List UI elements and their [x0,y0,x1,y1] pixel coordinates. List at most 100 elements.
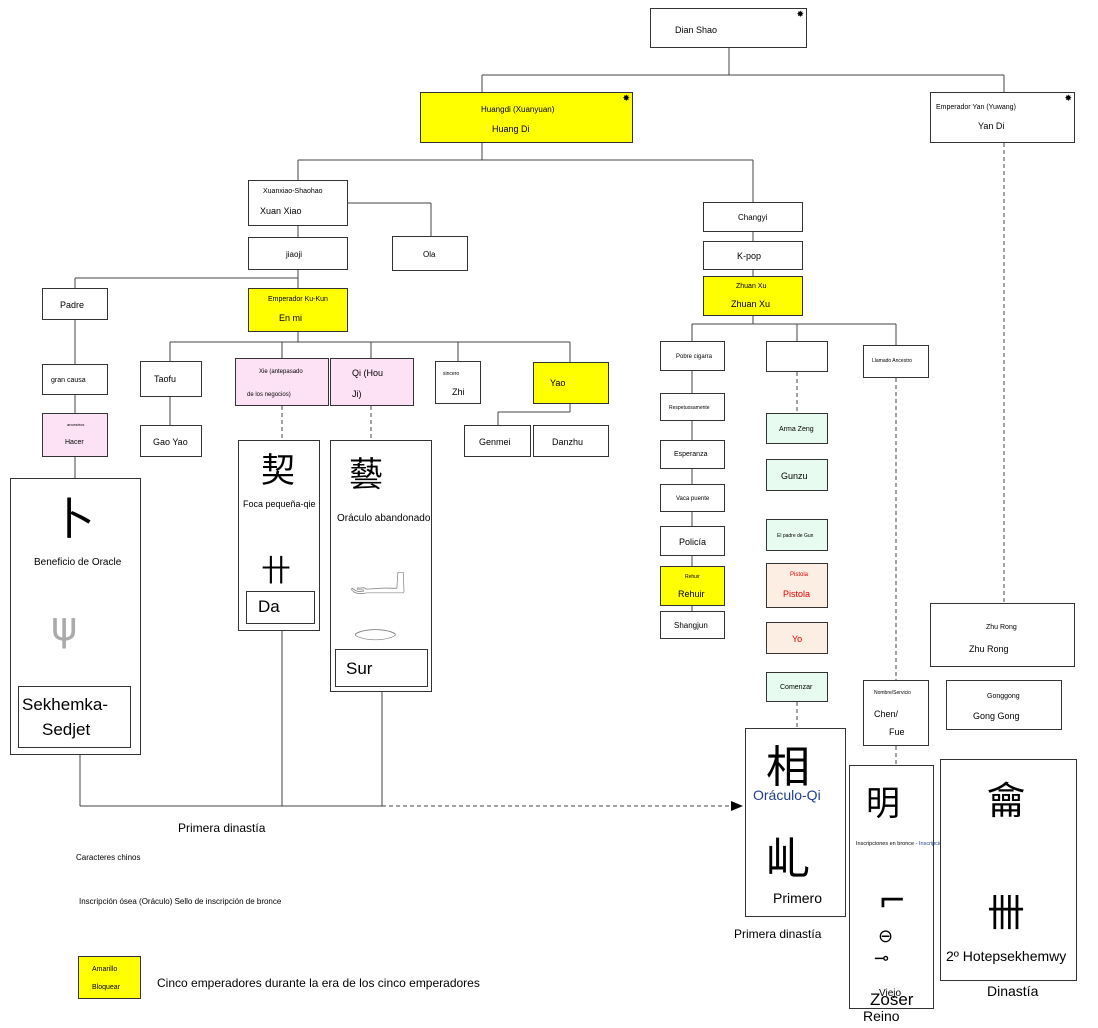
node-label: Yao [550,378,566,388]
legend-inscripcion: Inscripción ósea (Oráculo) Sello de insc… [79,897,282,906]
oracle-glyph-icon: 乢 [766,834,810,885]
node-label: Dian Shao [675,25,718,35]
node-label: Vaca puente [676,496,710,502]
node-label: Huangdi (Xuanyuan) [481,105,555,114]
panel-zoser: 明 ⌐ ⊖ ⊸ Zoser [849,765,934,1009]
label-reino: Reino [863,1008,900,1024]
node-label: Zhuan Xu [736,283,767,290]
node-arma-zeng: Arma Zeng [766,413,828,444]
node-padre-gun: El padre de Gun [766,519,828,551]
oracle-glyph-icon: 龠 [987,779,1026,823]
hieroglyph-icon: 卌 [987,891,1026,935]
panel-caption: Beneficio de Oracle [34,557,122,568]
node-hacer: ancestros Hacer [42,413,108,457]
node-esperanza: Esperanza [660,440,725,469]
oracle-glyph-icon: 明 [866,784,900,824]
node-label: Gao Yao [153,437,188,447]
node-label: Gunzu [781,471,808,481]
node-ku-kun: Emperador Ku-Kun En mi [248,288,348,332]
node-label: Ji) [352,389,362,399]
hieroglyph-hand-icon: ψ [51,604,78,650]
panel-caption: Oráculo-Qi [753,787,821,803]
panel-sekhemka: 卜 Beneficio de Oracle ψ Sekhemka- Sedjet [10,478,141,755]
node-label: Respetuosamente [669,405,710,411]
node-gunzu: Gunzu [766,459,828,491]
node-gran-causa: gran causa [42,364,108,395]
star-icon: ✸ [1064,93,1072,103]
node-qi: Qi (Hou Ji) [330,358,414,406]
label-box: Sur [335,649,428,687]
oracle-glyph-icon: 卜 [51,494,95,545]
node-label-small: Rehuir [685,574,700,580]
legend-amarillo: Amarillo [92,966,118,973]
panel-sur: 藝 Oráculo abandonado 𓂝 𓂋 Sur [330,440,432,692]
node-label: Emperador Ku-Kun [268,296,328,303]
node-danzhu: Danzhu [533,425,609,457]
node-label-small: Pistola [790,572,809,578]
node-label: Zhu Rong [969,644,1009,654]
node-label: Taofu [154,374,177,384]
node-label: Fue [889,727,905,737]
node-vaca-puente: Vaca puente [660,484,725,512]
legend-cinco: Cinco emperadores durante la era de los … [157,976,480,990]
panel-oraculo-qi: 相 Oráculo-Qi 乢 Primero [745,728,846,917]
node-label: Huang Di [492,124,530,134]
node-yo: Yo [766,622,828,654]
node-label: Ola [423,250,436,259]
node-label: Zhi [452,387,465,397]
node-policia: Policía [660,526,725,556]
node-label: Policía [679,537,707,547]
panel-title: Primero [773,890,823,906]
node-label: En mi [279,313,303,323]
node-respetuosamente: Respetuosamente [660,393,725,421]
panel-title: Sedjet [42,720,91,739]
node-label: Emperador Yan (Yuwang) [936,104,1016,111]
node-label: Chen/ [874,709,899,719]
hieroglyph-icon: ⌐ [878,881,907,921]
label-viejo: Viejo [879,988,902,999]
node-empty [766,341,828,372]
panel-title-hotep: 2º Hotepsekhemwy [946,948,1067,964]
node-label: Llamado Ancestro [872,358,913,364]
panel-caption: Foca pequeña-qie [243,499,316,509]
node-kpop: K-pop [703,241,803,270]
node-label: Zhu Rong [986,624,1017,631]
node-label: Zhuan Xu [731,299,771,309]
node-ola: Ola [392,236,468,271]
node-chen-fue: Nombre/Servicio Chen/ Fue [863,680,929,746]
panel-title: Da [258,597,280,616]
panel-title: Sekhemka- [22,695,108,714]
node-label-small: ancestros [67,422,85,427]
node-label: Yo [792,634,803,644]
node-huangdi: Huangdi (Xuanyuan) Huang Di ✸ [420,92,633,143]
oracle-glyph-icon: 相 [766,742,810,793]
node-label-small: sincero [443,371,460,377]
node-label: gran causa [51,377,86,384]
node-label: de los negocios) [247,392,291,398]
node-yao: Yao [533,362,609,404]
node-label: jiaoji [286,250,303,259]
node-zhu-rong: Zhu Rong Zhu Rong [930,603,1075,667]
label-box: Sekhemka- Sedjet [18,686,131,748]
node-label: Pistola [783,589,811,599]
node-zhuan-xu: Zhuan Xu Zhuan Xu [703,276,803,316]
node-gao-yao: Gao Yao [140,425,202,457]
node-taofu: Taofu [140,361,202,397]
node-label: Yan Di [978,121,1005,131]
node-zhi: sincero Zhi [435,361,481,404]
label-box: Da [246,591,315,624]
node-label: Padre [60,300,85,310]
node-dian-shao: Dian Shao ✸ [650,8,807,48]
node-rehuir: Rehuir Rehuir [660,566,725,606]
panel-caption: Oráculo abandonado [337,513,431,524]
node-label: Xuanxiao-Shaohao [263,188,323,195]
oracle-glyph-icon: 藝 [349,455,383,495]
node-label: Qi (Hou [352,368,384,378]
node-label: Gong Gong [973,711,1020,721]
node-label: K-pop [737,251,762,261]
hieroglyph-icon: 𓂝 [349,559,407,603]
bronze-glyph-icon: 卄 [261,554,291,589]
node-genmei: Genmei [464,425,531,457]
